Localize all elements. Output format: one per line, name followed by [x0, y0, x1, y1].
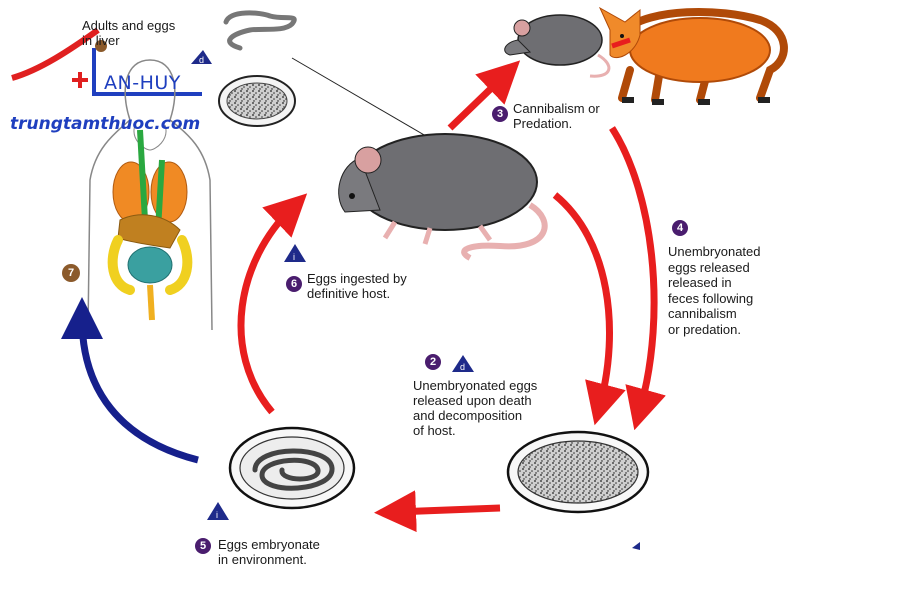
fox-icon	[598, 6, 788, 105]
watermark-logo-text: AN-HUY	[104, 72, 181, 94]
small-rat-icon	[504, 14, 611, 78]
stage-triangle-i-lower: i	[207, 502, 229, 520]
watermark-logo	[11, 27, 202, 96]
arrow-step6	[237, 193, 308, 415]
human-organs-icon	[87, 59, 213, 331]
small-triangle-mark	[632, 542, 640, 550]
adult-worm-icon	[223, 10, 297, 51]
label-step4: Unembryonated eggs released released in …	[668, 244, 761, 337]
step-4-badge: 4	[672, 220, 688, 236]
stage-triangle-d-mid: d	[452, 355, 474, 372]
arrow-to-embryonation	[374, 490, 501, 533]
label-liver: Adults and eggs in liver	[82, 18, 176, 48]
step-2-badge: 2	[425, 354, 441, 370]
stage-d-top-text: d	[199, 55, 204, 65]
stage-triangle-d-top: d	[191, 50, 212, 65]
arrow-step7	[61, 297, 199, 464]
arrow-rat-to-predation	[447, 60, 521, 131]
label-step2: Unembryonated eggs released upon death a…	[413, 378, 538, 438]
rat-icon	[338, 133, 548, 261]
arrow-step2	[552, 192, 626, 426]
arrow-to-fox	[611, 37, 631, 49]
label-step5: Eggs embryonate in environment.	[218, 537, 320, 567]
step-7-badge: 7	[62, 264, 80, 282]
watermark-url: trungtamthuoc.com	[10, 114, 201, 134]
stage-triangle-i-upper: i	[284, 244, 306, 262]
step-3-badge: 3	[492, 106, 508, 122]
step-6-badge: 6	[286, 276, 302, 292]
step-5-badge: 5	[195, 538, 211, 554]
stage-d-mid-text: d	[460, 362, 465, 372]
liver-egg-icon	[218, 75, 296, 127]
label-step3: Cannibalism or Predation.	[513, 101, 600, 131]
label-step6: Eggs ingested by definitive host.	[307, 271, 407, 301]
unembryonated-egg-icon	[506, 430, 650, 514]
embryonated-egg-icon	[228, 426, 356, 510]
arrow-step4	[609, 126, 666, 431]
stage-i-upper-text: i	[293, 252, 295, 262]
stage-i-lower-text: i	[216, 510, 218, 520]
